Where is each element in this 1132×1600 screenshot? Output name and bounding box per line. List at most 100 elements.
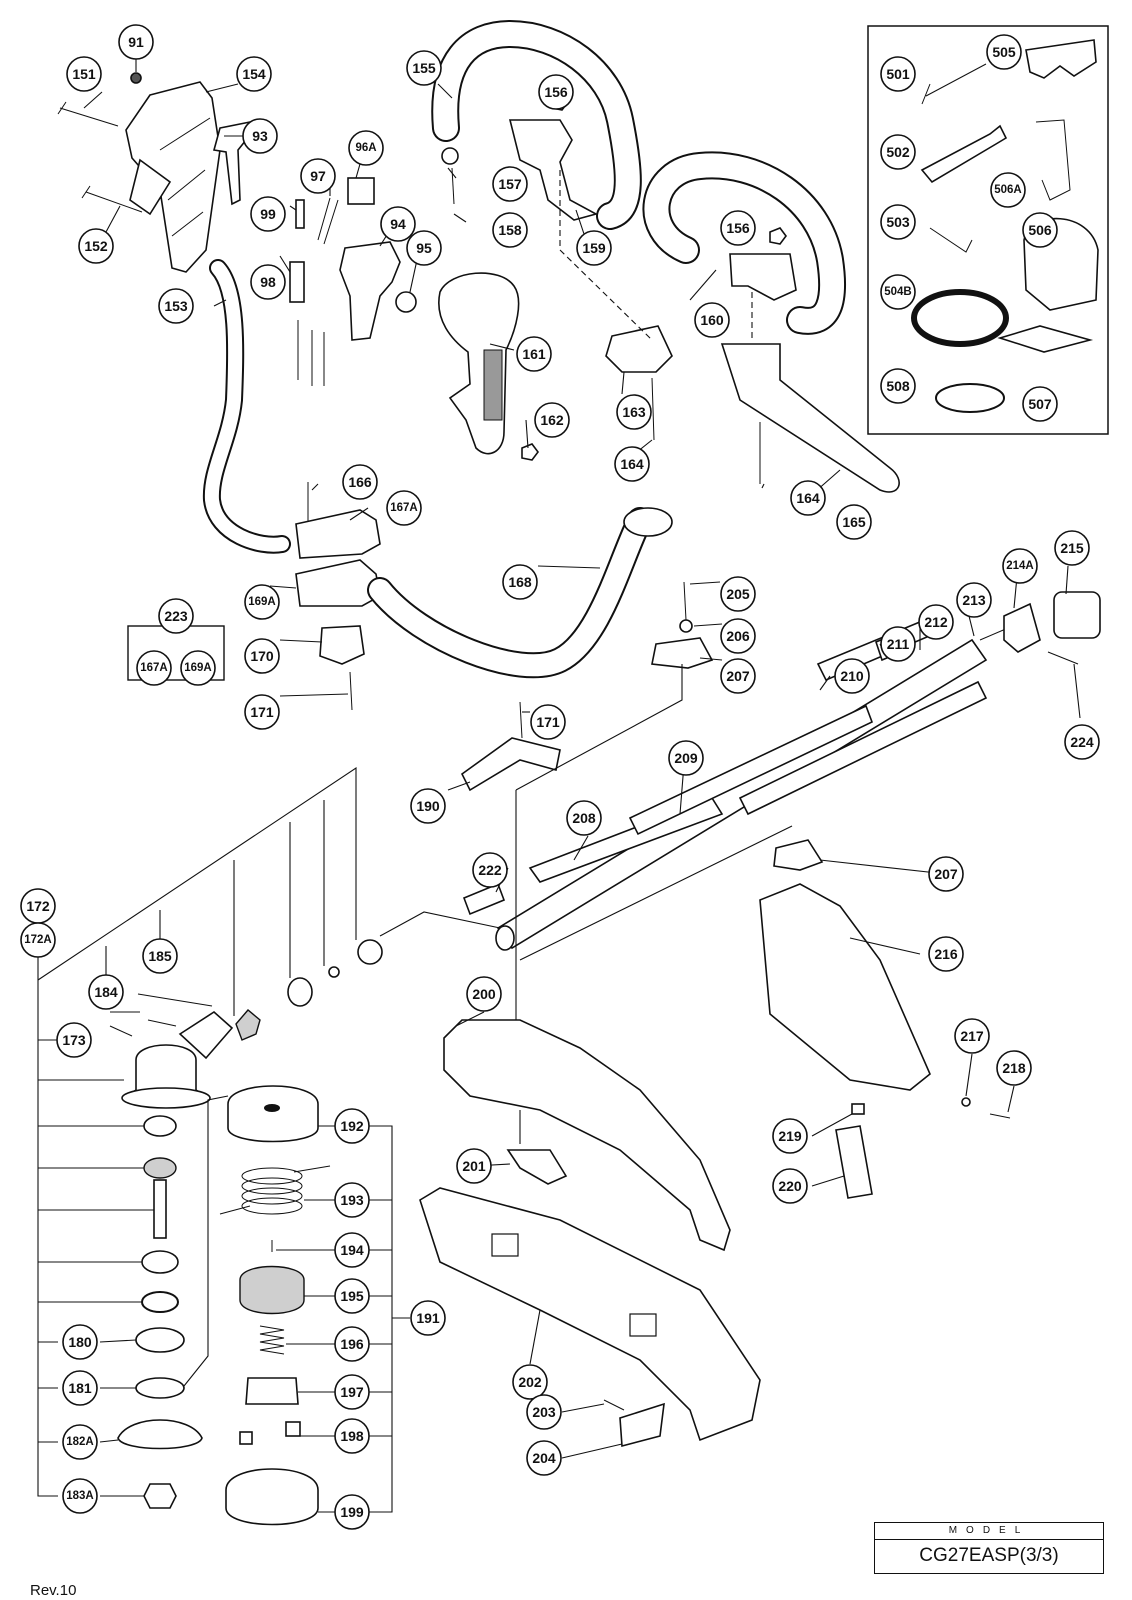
callout-173: 173 (56, 1022, 92, 1058)
svg-text:181: 181 (68, 1380, 92, 1396)
svg-text:95: 95 (416, 240, 432, 256)
svg-text:164: 164 (620, 456, 644, 472)
svg-text:217: 217 (960, 1028, 984, 1044)
goggles-505 (1025, 39, 1097, 79)
callout-164b: 164 (790, 480, 826, 516)
svg-text:507: 507 (1028, 396, 1052, 412)
svg-text:152: 152 (84, 238, 108, 254)
gear (143, 1157, 177, 1179)
callout-502: 502 (880, 134, 916, 170)
callout-185: 185 (142, 938, 178, 974)
svg-text:196: 196 (340, 1336, 364, 1352)
callout-171a: 171 (244, 694, 280, 730)
svg-text:162: 162 (540, 412, 564, 428)
bracket-214A (1003, 602, 1041, 653)
bearing-lower (141, 1250, 179, 1274)
svg-text:182A: 182A (66, 1436, 94, 1448)
svg-text:190: 190 (416, 798, 440, 814)
svg-text:195: 195 (340, 1288, 364, 1304)
plug-wrench-501 (921, 63, 987, 105)
screw-184 (147, 1019, 177, 1027)
cover-182A (117, 1419, 203, 1450)
model-number: CG27EASP(3/3) (919, 1545, 1059, 1566)
svg-text:161: 161 (522, 346, 546, 362)
cap-192 (227, 1085, 319, 1143)
o-ring (328, 966, 340, 978)
blade-507 (997, 325, 1094, 353)
screw-171b (519, 701, 523, 739)
callout-204: 204 (526, 1440, 562, 1476)
callout-168: 168 (502, 564, 538, 600)
svg-text:210: 210 (840, 668, 864, 684)
svg-text:502: 502 (886, 144, 910, 160)
callout-506: 506 (1022, 212, 1058, 248)
svg-text:155: 155 (412, 60, 436, 76)
svg-text:220: 220 (778, 1178, 802, 1194)
screw-224 (1047, 651, 1079, 665)
callout-219: 219 (772, 1118, 808, 1154)
model-divider (875, 1539, 1103, 1540)
callout-208: 208 (566, 800, 602, 836)
svg-text:200: 200 (472, 986, 496, 1002)
washer-157 (441, 147, 459, 165)
callout-166: 166 (342, 464, 378, 500)
callout-205: 205 (720, 576, 756, 612)
callout-96A: 96A (348, 130, 384, 166)
part-callouts: 91 151 154 93 152 155 156 157 158 159 96… (20, 24, 1100, 1530)
svg-text:504B: 504B (884, 286, 912, 298)
svg-text:185: 185 (148, 948, 172, 964)
throttle-cable-tube (202, 259, 291, 554)
wire-97 (317, 197, 339, 245)
cord-508 (935, 383, 1005, 413)
screw-91 (130, 72, 142, 84)
spool-195 (239, 1265, 305, 1315)
harness-506A (1035, 119, 1071, 201)
callout-199: 199 (334, 1494, 370, 1530)
callout-155: 155 (406, 50, 442, 86)
screw-164a (651, 377, 655, 441)
callout-162: 162 (534, 402, 570, 438)
callout-171b: 171 (530, 704, 566, 740)
washer-206 (679, 619, 693, 633)
callout-215: 215 (1054, 530, 1090, 566)
callout-507: 507 (1022, 386, 1058, 422)
callout-196: 196 (334, 1326, 370, 1362)
callout-170: 170 (244, 638, 280, 674)
callout-503: 503 (880, 204, 916, 240)
snap-ring (357, 939, 383, 965)
svg-text:209: 209 (674, 750, 698, 766)
callout-156a: 156 (538, 74, 574, 110)
svg-text:94: 94 (390, 216, 406, 232)
callout-159: 159 (576, 230, 612, 266)
svg-text:508: 508 (886, 378, 910, 394)
callout-224: 224 (1064, 724, 1100, 760)
callout-222: 222 (472, 852, 508, 888)
spring-98 (289, 261, 305, 303)
callout-202: 202 (512, 1364, 548, 1400)
screw-203 (603, 1399, 625, 1411)
switch-96A (347, 177, 375, 205)
callout-172A: 172A (20, 922, 56, 958)
callout-160: 160 (694, 302, 730, 338)
svg-text:156: 156 (726, 220, 750, 236)
svg-text:166: 166 (348, 474, 372, 490)
bracket-190 (460, 737, 561, 792)
callout-210: 210 (834, 658, 870, 694)
svg-text:207: 207 (726, 668, 750, 684)
svg-text:184: 184 (94, 984, 118, 1000)
bearing (143, 1115, 177, 1137)
guard-216 (759, 883, 931, 1091)
callout-506A: 506A (990, 172, 1026, 208)
svg-text:99: 99 (260, 206, 276, 222)
clamp-201 (506, 1149, 568, 1185)
svg-text:157: 157 (498, 176, 522, 192)
callout-172: 172 (20, 888, 56, 924)
svg-text:165: 165 (842, 514, 866, 530)
callout-154: 154 (236, 56, 272, 92)
callout-91: 91 (118, 24, 154, 60)
pin-219 (851, 1103, 865, 1115)
svg-text:98: 98 (260, 274, 276, 290)
housing-199 (225, 1468, 319, 1526)
screw-171a (349, 671, 353, 711)
callout-501: 501 (880, 56, 916, 92)
